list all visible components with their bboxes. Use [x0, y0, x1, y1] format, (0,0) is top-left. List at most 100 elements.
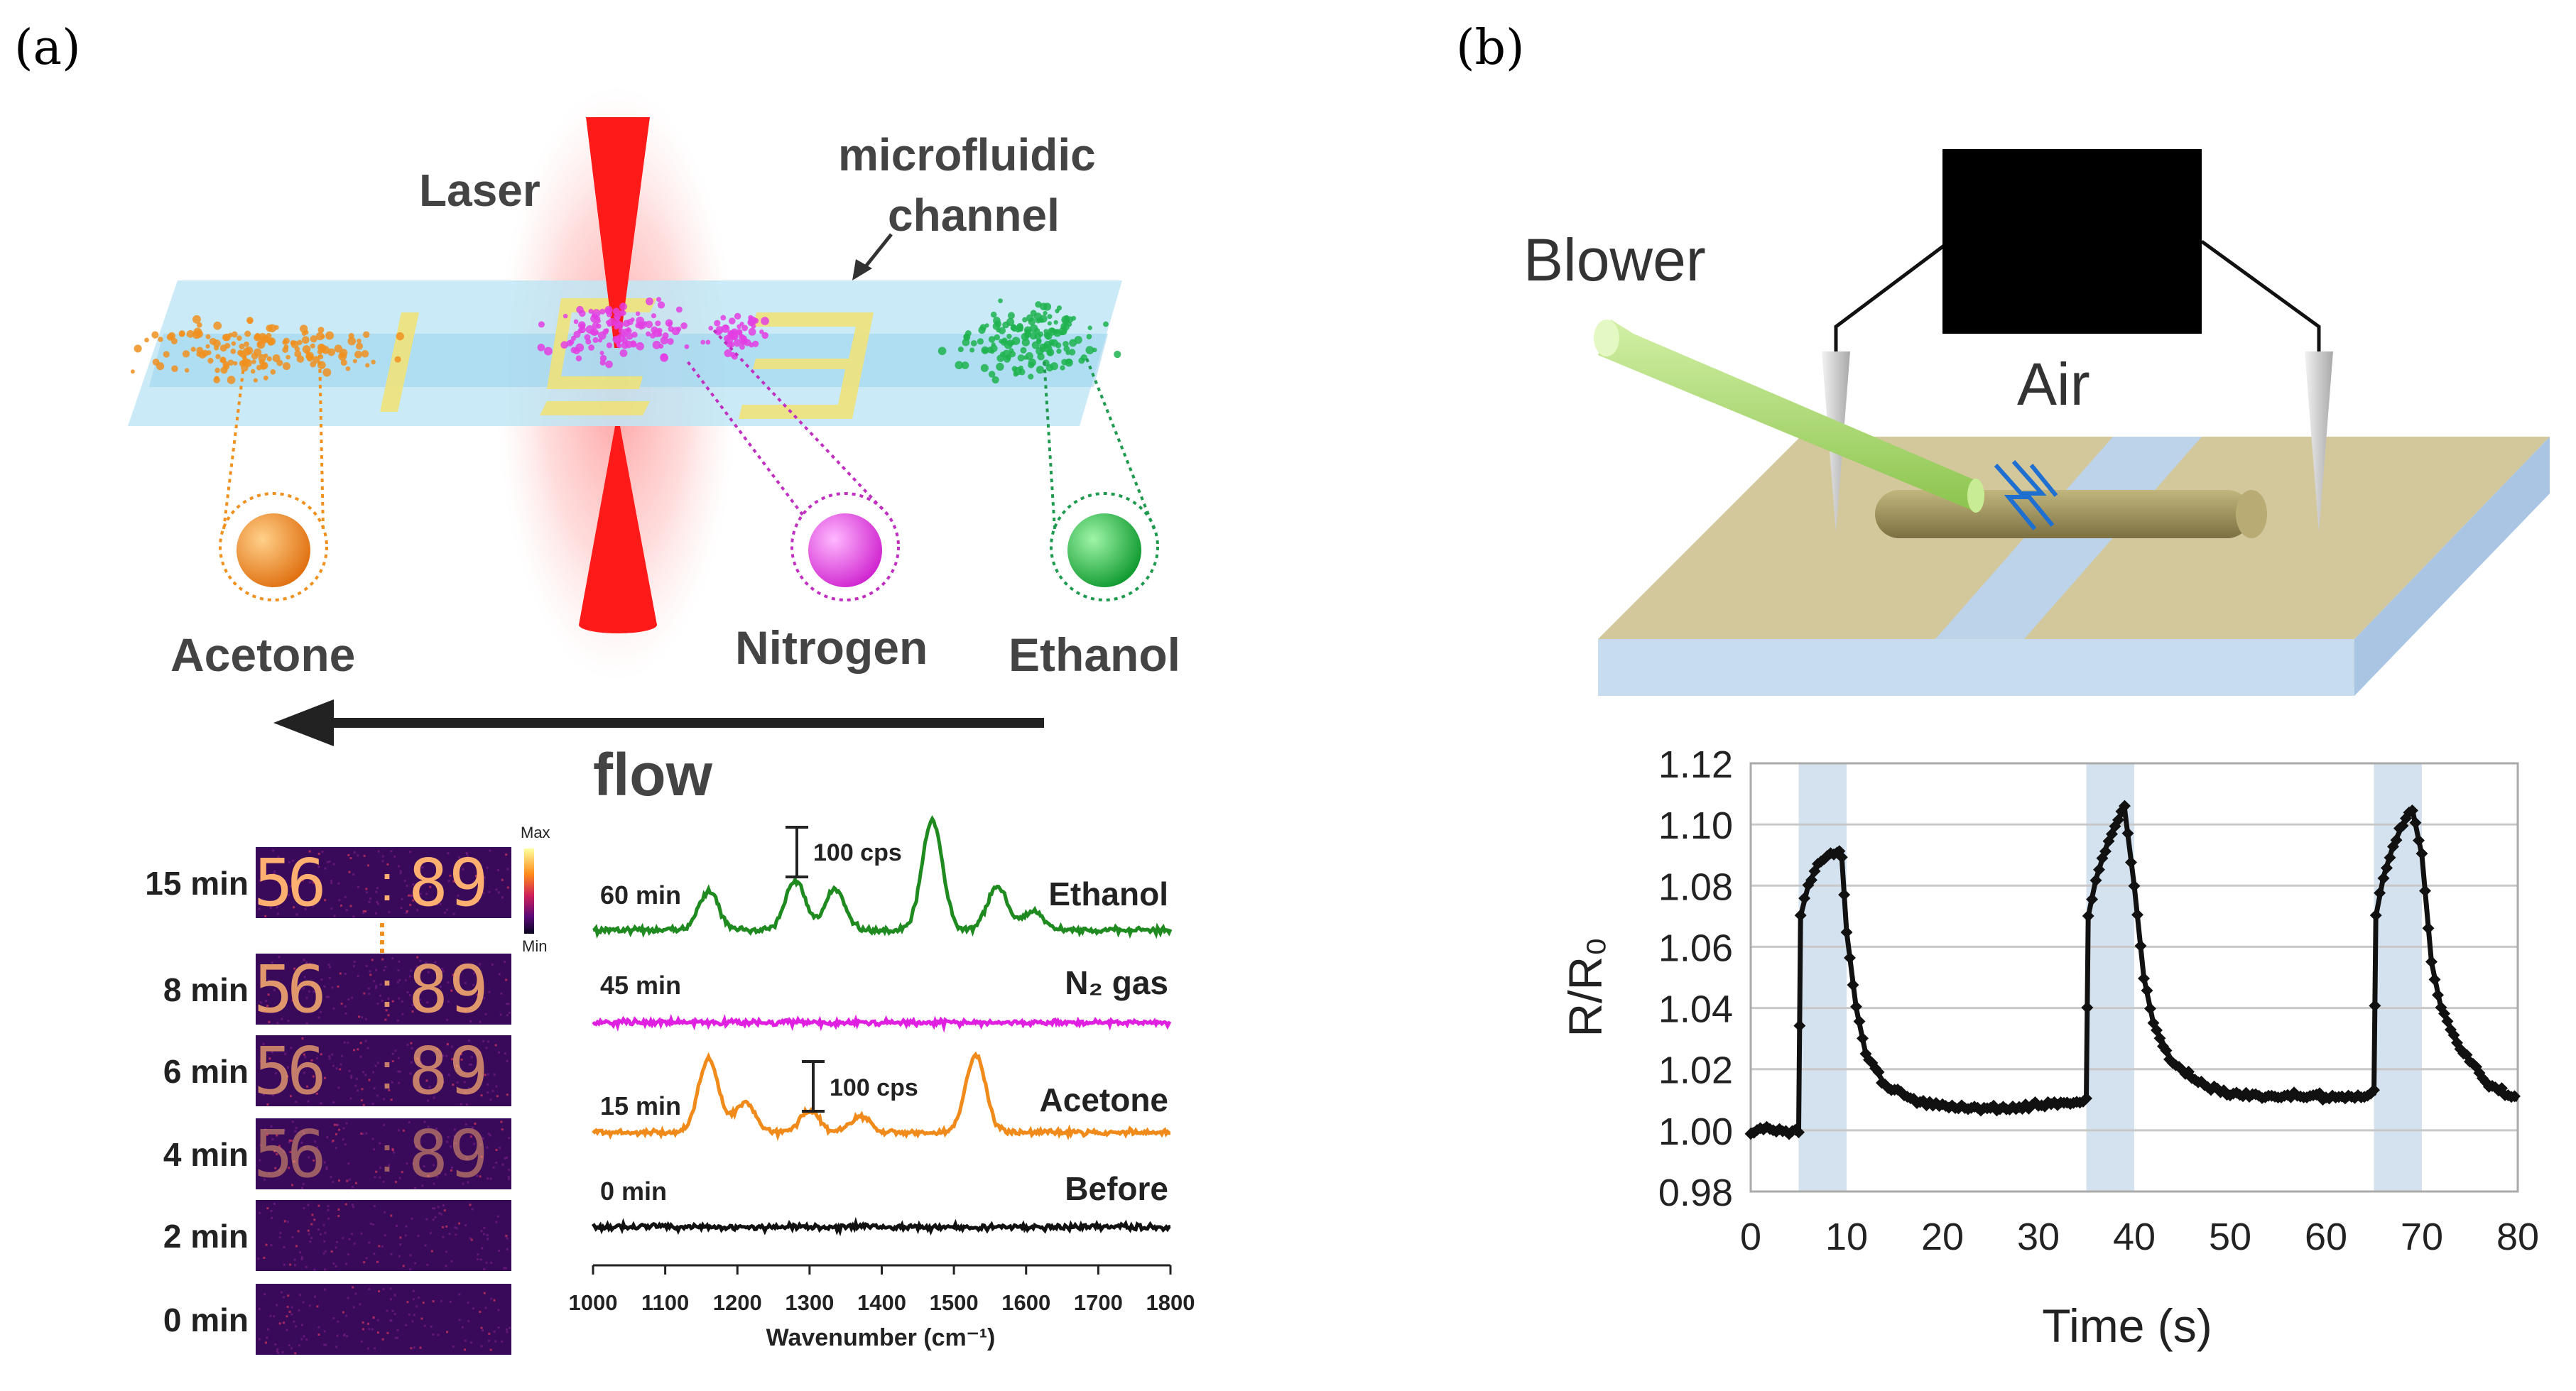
map-noise [393, 1151, 396, 1154]
data-point [1847, 978, 1859, 991]
particle [667, 338, 674, 345]
map-noise [274, 1343, 277, 1346]
map-noise [401, 898, 403, 900]
map-noise [302, 1183, 305, 1186]
map-noise [391, 1309, 394, 1312]
particle [761, 332, 769, 339]
particle [999, 339, 1004, 344]
map-noise [506, 1059, 509, 1062]
particle [1063, 341, 1069, 347]
map-noise [463, 1081, 466, 1084]
particle [170, 337, 178, 345]
map-noise [344, 973, 347, 976]
particle [671, 327, 680, 336]
map-noise [484, 1074, 487, 1076]
map-noise [305, 996, 308, 999]
map-noise [305, 961, 308, 964]
laser-beam-bottom [579, 426, 657, 625]
particle [166, 333, 174, 341]
map-noise [435, 903, 438, 906]
map-noise [335, 1346, 338, 1348]
map-noise [305, 1338, 308, 1341]
particle [684, 344, 690, 349]
map-noise [455, 1227, 458, 1230]
particle [182, 350, 190, 358]
map-noise [363, 1261, 366, 1264]
map-noise [473, 972, 476, 975]
map-noise [257, 1258, 260, 1260]
map-noise [447, 852, 450, 855]
x-tick-label: 70 [2401, 1216, 2443, 1258]
data-point [1835, 851, 1848, 863]
map-noise [507, 1176, 510, 1179]
map-noise [393, 855, 396, 858]
particle [220, 366, 228, 374]
map-noise [303, 1207, 305, 1210]
particle [263, 375, 268, 381]
map-noise [480, 1155, 483, 1158]
map-noise [464, 964, 467, 967]
map-noise [335, 1147, 337, 1150]
map-noise [507, 1003, 510, 1005]
map-noise [458, 1222, 461, 1225]
map-noise [399, 872, 402, 875]
particle [1053, 320, 1058, 325]
map-noise [472, 900, 474, 902]
map-noise [422, 966, 425, 969]
map-noise [273, 873, 276, 875]
map-noise [345, 1314, 348, 1317]
particle [1028, 361, 1035, 369]
map-noise [287, 894, 290, 897]
map-noise [308, 1304, 311, 1307]
map-noise [337, 1209, 340, 1211]
map-noise [343, 1333, 346, 1336]
map-noise [494, 1044, 497, 1047]
acetone-leader-2 [318, 354, 325, 530]
map-noise [508, 1011, 511, 1014]
map-noise [495, 1221, 498, 1223]
particle [998, 327, 1006, 334]
nitrogen-callout [790, 492, 900, 601]
map-noise [324, 867, 327, 870]
map-noise [453, 1128, 456, 1131]
particle [222, 361, 229, 368]
map-noise [374, 912, 377, 915]
map-noise [397, 1070, 400, 1073]
map-noise [447, 981, 450, 984]
particle [969, 347, 975, 353]
blower-mouth [1967, 479, 1984, 513]
map-noise [501, 1128, 504, 1131]
map-noise [286, 1075, 289, 1078]
ethanol-ball [1067, 513, 1141, 587]
particle [213, 321, 222, 330]
map-noise [265, 1243, 268, 1246]
particle [998, 298, 1003, 303]
map-noise [504, 1052, 506, 1055]
map-noise [468, 1063, 471, 1066]
map-noise [422, 882, 425, 885]
data-point [2390, 834, 2403, 846]
particle [657, 301, 665, 309]
particle [192, 315, 201, 324]
x-tick-label: 40 [2113, 1216, 2156, 1258]
map-noise [338, 1179, 341, 1182]
map-noise [439, 902, 442, 905]
map-noise [364, 910, 367, 913]
map-noise [337, 1320, 339, 1323]
map-noise [389, 1298, 392, 1301]
map-noise [332, 863, 335, 866]
data-point [2369, 999, 2381, 1012]
data-point [2368, 1084, 2380, 1096]
map-noise [354, 1084, 357, 1087]
map-noise [317, 1204, 320, 1207]
ethanol-leader [1043, 358, 1056, 530]
particle [1062, 323, 1070, 331]
map-noise [324, 1250, 327, 1253]
particle [577, 327, 584, 334]
map-digit: 5 [254, 1116, 293, 1192]
data-point [2138, 972, 2150, 985]
particle [651, 313, 657, 319]
particle [186, 329, 195, 338]
map-noise [309, 1240, 312, 1243]
